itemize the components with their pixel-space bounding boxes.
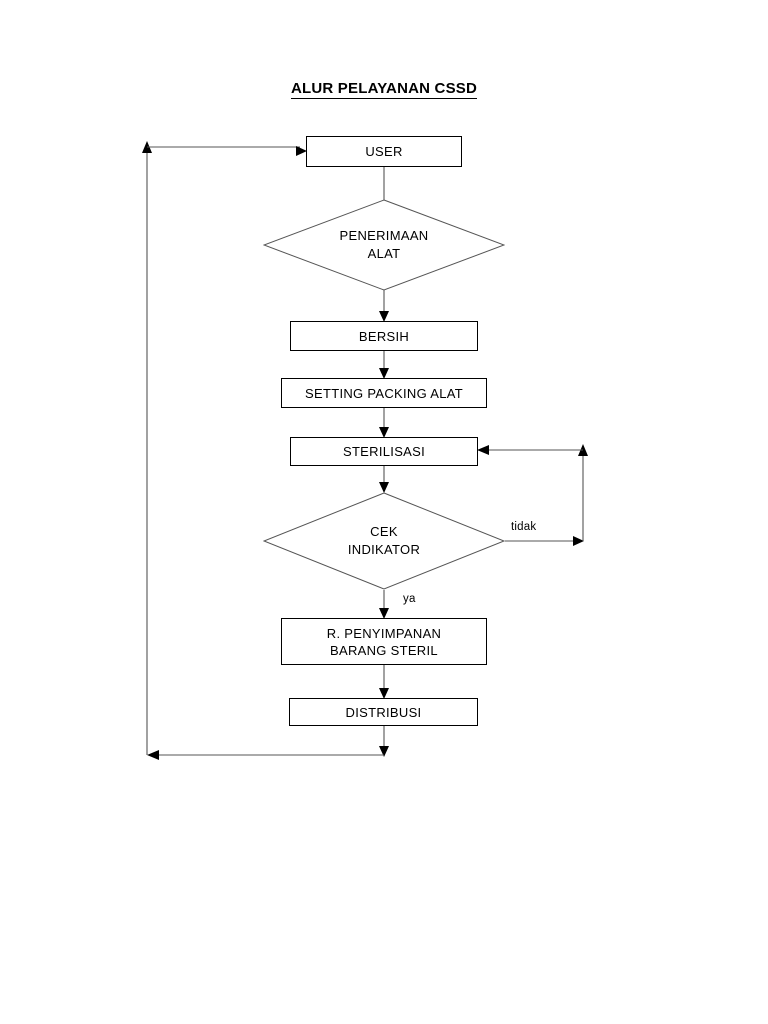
edge-label-tidak: tidak xyxy=(511,521,537,533)
node-setting-packing-alat[interactable]: SETTING PACKING ALAT xyxy=(281,378,487,408)
node-sterilisasi-label: STERILISASI xyxy=(342,444,426,459)
page-title-text: ALUR PELAYANAN CSSD xyxy=(290,80,478,99)
node-bersih-label: BERSIH xyxy=(358,328,410,344)
node-sterilisasi[interactable]: STERILISASI xyxy=(290,437,478,466)
arrowhead-down-return-loop xyxy=(379,746,389,757)
arrowhead-down-penyimpanan xyxy=(379,608,389,619)
node-distribusi[interactable]: DISTRIBUSI xyxy=(289,698,478,726)
node-penerimaan-label: PENERIMAAN ALAT xyxy=(339,228,429,261)
page-title: ALUR PELAYANAN CSSD xyxy=(0,80,768,99)
node-bersih[interactable]: BERSIH xyxy=(290,321,478,351)
arrowhead-down-setting xyxy=(379,368,389,379)
arrowhead-down-sterilisasi xyxy=(379,427,389,438)
node-r-penyimpanan-barang-steril[interactable]: R. PENYIMPANAN BARANG STERIL xyxy=(281,618,487,665)
arrowhead-right-tidak xyxy=(573,536,584,546)
arrowhead-down-distribusi xyxy=(379,688,389,699)
node-user-label: USER xyxy=(365,144,403,159)
node-setting-label: SETTING PACKING ALAT xyxy=(305,385,463,401)
node-cek-indikator[interactable]: CEK INDIKATOR xyxy=(263,492,505,590)
arrowhead-down-cek xyxy=(379,482,389,493)
edge-label-ya: ya xyxy=(403,593,416,605)
node-distribusi-label: DISTRIBUSI xyxy=(345,704,422,720)
arrowhead-left-sterilisasi xyxy=(477,445,489,455)
node-user[interactable]: USER xyxy=(306,136,462,167)
arrowhead-down-bersih xyxy=(379,311,389,322)
arrowhead-left-return xyxy=(147,750,159,760)
node-penerimaan-alat[interactable]: PENERIMAAN ALAT xyxy=(263,199,505,291)
arrowhead-right-user xyxy=(296,146,307,156)
diamond-shape-penerimaan xyxy=(263,199,505,291)
diamond-shape-cek-indikator xyxy=(263,492,505,590)
node-penyimpanan-label: R. PENYIMPANAN BARANG STERIL xyxy=(326,625,442,658)
node-cek-indikator-label: CEK INDIKATOR xyxy=(347,524,421,557)
